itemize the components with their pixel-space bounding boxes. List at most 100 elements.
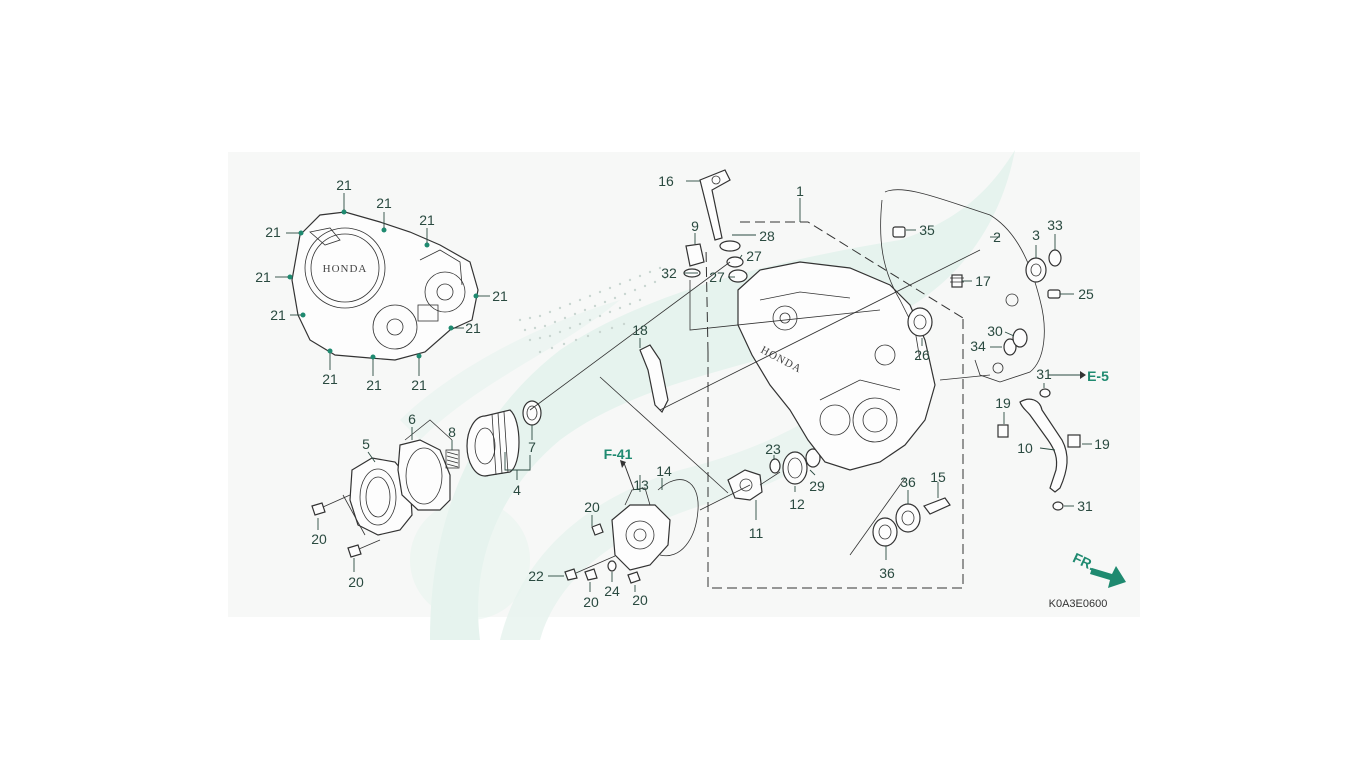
- bearing-36a: [895, 503, 921, 533]
- callout-17: 17: [975, 273, 991, 289]
- callout-20a: 20: [311, 531, 327, 547]
- callout-34: 34: [970, 338, 986, 354]
- callout-27b: 27: [709, 269, 725, 285]
- callout-33: 33: [1047, 217, 1063, 233]
- callout-7: 7: [528, 439, 536, 455]
- seal-12: [782, 451, 808, 485]
- seals-27: [726, 256, 748, 283]
- callout-22: 22: [528, 568, 544, 584]
- bearing-36b: [872, 517, 898, 547]
- callout-6: 6: [408, 411, 416, 427]
- callout-31b: 31: [1077, 498, 1093, 514]
- diagram-code: K0A3E0600: [1049, 598, 1108, 610]
- callout-14: 14: [656, 463, 672, 479]
- callout-28: 28: [759, 228, 775, 244]
- oring-30: [1012, 328, 1028, 348]
- washers-31: [1039, 388, 1064, 511]
- callout-21f: 21: [492, 288, 508, 304]
- washer-23: [769, 458, 781, 474]
- callout-5: 5: [362, 436, 370, 452]
- callout-19a: 19: [995, 395, 1011, 411]
- callout-25: 25: [1078, 286, 1094, 302]
- callout-10: 10: [1017, 440, 1033, 456]
- pipe-10: [1019, 398, 1068, 493]
- ref-f41: F-41: [604, 446, 633, 462]
- callout-2: 2: [993, 229, 1001, 245]
- bolt-19a: [997, 424, 1009, 438]
- callout-21g: 21: [270, 307, 286, 323]
- bearing-26: [907, 307, 933, 337]
- gasket-2: [880, 189, 1045, 383]
- callout-16: 16: [658, 173, 674, 189]
- callout-20c: 20: [584, 499, 600, 515]
- callout-19b: 19: [1094, 436, 1110, 452]
- shaft-15: [923, 497, 951, 515]
- dowel-35: [892, 226, 906, 238]
- callout-26: 26: [914, 347, 930, 363]
- callout-12: 12: [789, 496, 805, 512]
- clutch-cover: HONDA: [291, 211, 479, 361]
- cover-logo: HONDA: [323, 263, 368, 275]
- front-direction-arrow: [1090, 566, 1126, 588]
- impeller-11: [727, 469, 781, 501]
- water-pump-cover: [611, 487, 671, 571]
- callout-32: 32: [661, 265, 677, 281]
- oil-filter-4: [466, 409, 520, 477]
- callout-9: 9: [691, 218, 699, 234]
- bolt-19b: [1067, 434, 1081, 448]
- callout-21d: 21: [265, 224, 281, 240]
- callout-21c: 21: [419, 212, 435, 228]
- shaft-16: [699, 169, 731, 241]
- spring-8: [445, 449, 460, 469]
- callout-8: 8: [448, 424, 456, 440]
- callout-21h: 21: [465, 320, 481, 336]
- callout-21i: 21: [322, 371, 338, 387]
- callout-20d: 20: [583, 594, 599, 610]
- callout-13: 13: [633, 477, 649, 493]
- callout-15: 15: [930, 469, 946, 485]
- callout-20b: 20: [348, 574, 364, 590]
- seal-29: [805, 448, 821, 468]
- callout-21a: 21: [336, 177, 352, 193]
- oring-14: [657, 479, 699, 557]
- callout-27a: 27: [746, 248, 762, 264]
- e5-arrow: [1080, 371, 1086, 379]
- oil-filter-cover-5: [349, 457, 413, 536]
- oring-7: [522, 400, 542, 426]
- f41-arrow: [620, 460, 635, 491]
- callout-11: 11: [749, 525, 764, 541]
- oring-33: [1048, 249, 1062, 267]
- callout-4: 4: [513, 482, 521, 498]
- oil-cap-9: [685, 243, 705, 267]
- collar-3: [1025, 257, 1047, 283]
- dowel-25: [1047, 289, 1061, 299]
- cover-bolts: [287, 209, 479, 360]
- leader-lines: [275, 180, 1092, 592]
- callout-21j: 21: [366, 377, 382, 393]
- callout-29: 29: [809, 478, 825, 494]
- bolts-left: [311, 494, 641, 584]
- callout-31a: 31: [1036, 366, 1052, 382]
- callouts: 1 2 3 4 5 6 7 8 9 10 11 12 13 14 15 16 1…: [255, 173, 1110, 610]
- callout-21b: 21: [376, 195, 392, 211]
- callout-36a: 36: [900, 474, 916, 490]
- bolt-17: [950, 274, 964, 288]
- callout-3: 3: [1032, 227, 1040, 243]
- callout-36b: 36: [879, 565, 895, 581]
- gasket-6: [397, 439, 451, 511]
- callout-21e: 21: [255, 269, 271, 285]
- collar-34: [1003, 338, 1017, 356]
- callout-18: 18: [632, 322, 648, 338]
- callout-20e: 20: [632, 592, 648, 608]
- seal-28: [719, 240, 741, 252]
- callout-1: 1: [796, 183, 804, 199]
- callout-30: 30: [987, 323, 1003, 339]
- right-crankcase-cover: HONDA: [737, 261, 936, 471]
- arm-18: [639, 344, 669, 414]
- ref-e5: E-5: [1087, 368, 1109, 384]
- callout-24: 24: [604, 583, 620, 599]
- wing-watermark: [400, 150, 1015, 640]
- callout-21k: 21: [411, 377, 427, 393]
- dot-pattern: [518, 266, 667, 354]
